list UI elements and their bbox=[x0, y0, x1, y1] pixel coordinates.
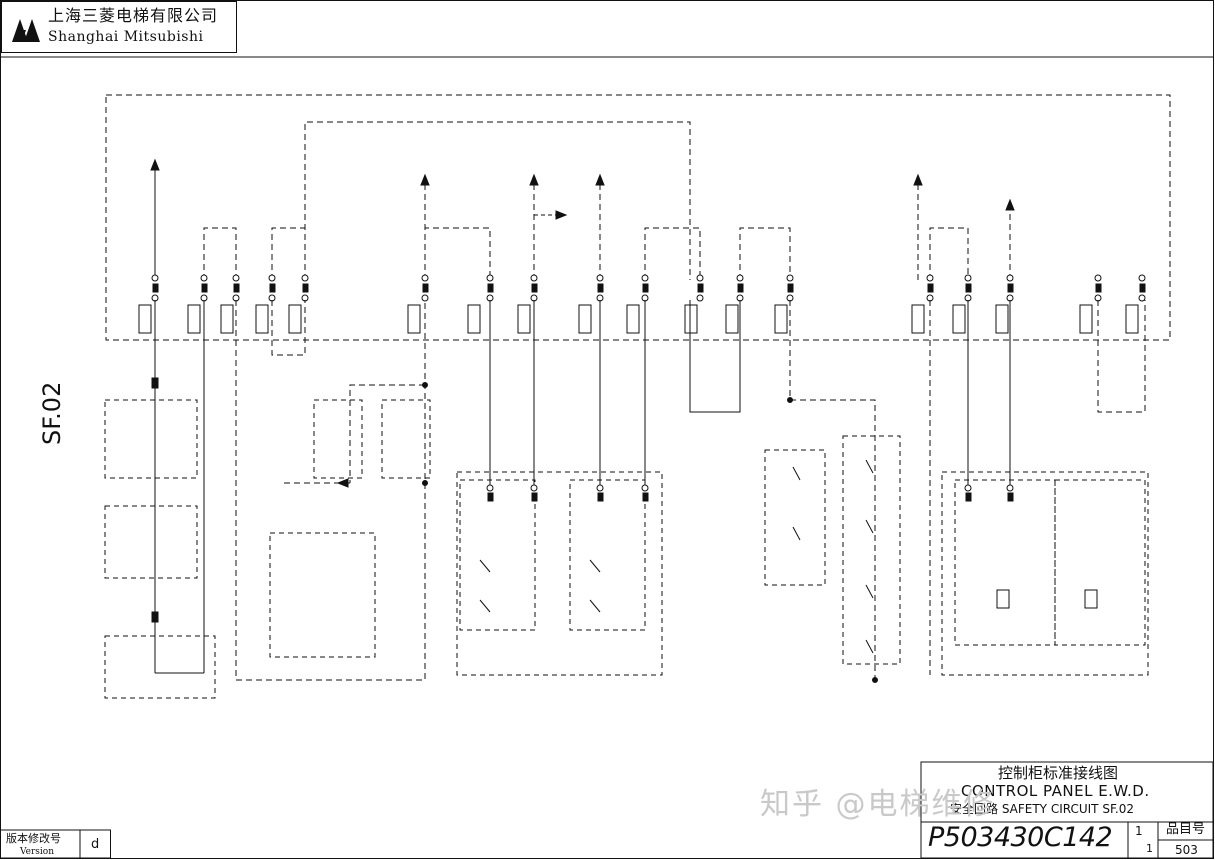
drawing-number: P503430C142 bbox=[928, 822, 1113, 853]
sheet-number: 1 bbox=[1135, 824, 1143, 838]
title-subtitle: 安全回路 SAFETY CIRCUIT SF.02 bbox=[950, 802, 1135, 816]
connector-plugs bbox=[486, 484, 1014, 502]
vertical-wires bbox=[151, 300, 1011, 674]
company-name-en: Shanghai Mitsubishi bbox=[48, 29, 204, 45]
sheet-total: 1 bbox=[1146, 842, 1153, 855]
company-logo-box bbox=[1, 1, 237, 53]
arrow-wires bbox=[150, 158, 1015, 280]
version-label-cn: 版本修改号 bbox=[6, 832, 61, 845]
company-name-cn: 上海三菱电梯有限公司 bbox=[48, 6, 219, 25]
junction-dots bbox=[336, 382, 878, 683]
contact-symbols bbox=[479, 459, 1098, 654]
version-value: d bbox=[91, 837, 100, 852]
terminal-id-boxes bbox=[138, 304, 1139, 334]
title-cn: 控制柜标准接线图 bbox=[998, 764, 1119, 782]
version-label-en: Version bbox=[20, 847, 55, 857]
top-crossover-wires bbox=[203, 121, 969, 280]
terminal-area-outline bbox=[105, 94, 1171, 341]
title-block-frame bbox=[920, 761, 1214, 859]
sheet-label: SF.02 bbox=[38, 381, 66, 445]
component-boxes bbox=[104, 399, 1149, 699]
watermark-text: 知乎 @电梯维修 bbox=[760, 787, 996, 822]
terminal-connectors bbox=[151, 274, 1146, 302]
part-number-label: 品目号 bbox=[1166, 822, 1206, 837]
title-en: CONTROL PANEL E.W.D. bbox=[961, 782, 1150, 800]
part-number-value: 503 bbox=[1175, 843, 1198, 857]
version-box bbox=[0, 829, 111, 859]
logo-icon bbox=[12, 19, 40, 42]
